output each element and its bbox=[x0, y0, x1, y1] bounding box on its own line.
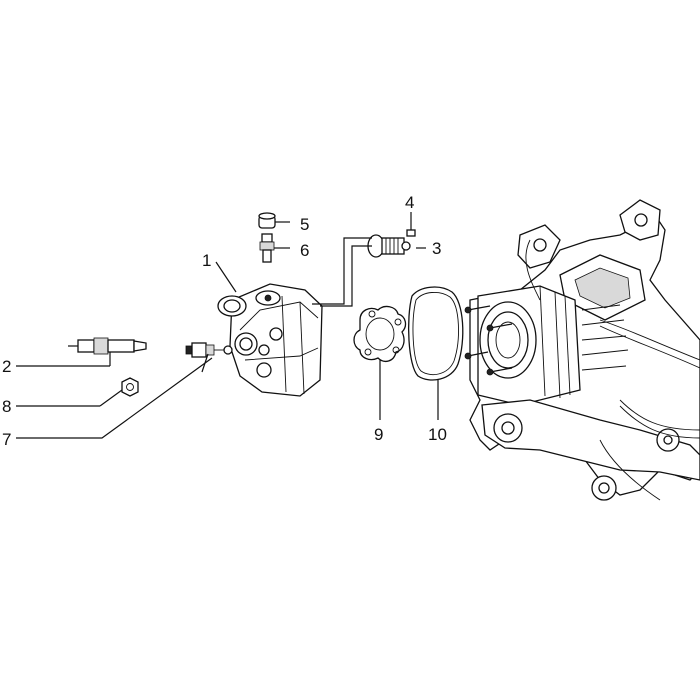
callout-4: 4 bbox=[405, 193, 414, 212]
callout-1: 1 bbox=[202, 251, 211, 270]
callout-3: 3 bbox=[432, 239, 441, 258]
leader-lines bbox=[16, 212, 439, 439]
part-7-sensor bbox=[185, 342, 233, 358]
callout-5: 5 bbox=[300, 215, 309, 234]
part-9-gasket bbox=[353, 305, 407, 363]
part-8-nut bbox=[121, 377, 139, 397]
engine-crankcase bbox=[464, 199, 700, 501]
callout-6: 6 bbox=[300, 241, 309, 260]
callout-9: 9 bbox=[374, 425, 383, 444]
part-2-spark-plug bbox=[68, 337, 147, 355]
callout-7: 7 bbox=[2, 430, 11, 449]
callout-8: 8 bbox=[2, 397, 11, 416]
part-6-fitting bbox=[259, 233, 275, 263]
part-3-thermostat bbox=[367, 234, 411, 258]
part-1-cylinder-head-cover bbox=[217, 283, 323, 397]
callout-2: 2 bbox=[2, 357, 11, 376]
part-4-screw bbox=[406, 222, 416, 237]
part-10-oring-gasket bbox=[407, 286, 464, 381]
callout-10: 10 bbox=[428, 425, 447, 444]
part-5-cap bbox=[258, 212, 276, 229]
